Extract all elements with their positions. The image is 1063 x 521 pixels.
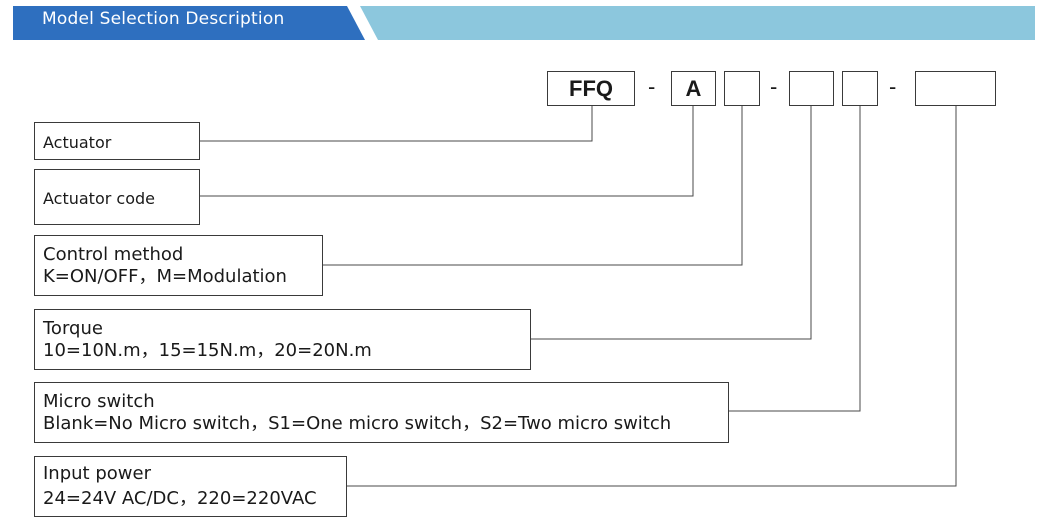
desc-torque-title: Torque — [43, 318, 103, 339]
desc-micro-switch-title: Micro switch — [43, 391, 155, 412]
desc-input-power-detail: 24=24V AC/DC，220=220VAC — [43, 488, 317, 509]
connector-actuator-code — [200, 105, 694, 197]
desc-torque-detail: 10=10N.m，15=15N.m，20=20N.m — [43, 340, 372, 361]
code-box-prefix: FFQ — [547, 71, 635, 106]
desc-box-control-method: Control method K=ON/OFF，M=Modulation — [34, 235, 323, 296]
connector-control-method — [323, 105, 743, 266]
header-banner-light — [360, 6, 1035, 40]
header-banner — [13, 6, 1035, 40]
code-actuator-code-text: A — [685, 75, 702, 101]
code-box-input-power — [915, 71, 996, 106]
desc-control-method-detail: K=ON/OFF，M=Modulation — [43, 266, 287, 287]
connector-actuator — [200, 105, 593, 142]
desc-box-actuator: Actuator — [34, 122, 200, 160]
page-title: Model Selection Description — [42, 9, 285, 29]
desc-actuator-code-title: Actuator code — [43, 189, 155, 208]
code-box-torque — [789, 71, 834, 106]
connector-input-power — [347, 105, 957, 487]
connector-micro-switch — [729, 105, 861, 412]
desc-micro-switch-detail: Blank=No Micro switch，S1=One micro switc… — [43, 413, 672, 434]
code-separator-3: - — [889, 74, 897, 99]
desc-actuator-title: Actuator — [43, 133, 112, 152]
desc-box-actuator-code: Actuator code — [34, 169, 200, 225]
desc-input-power-title: Input power — [43, 463, 151, 484]
desc-box-input-power: Input power 24=24V AC/DC，220=220VAC — [34, 456, 347, 517]
code-box-micro-switch — [842, 71, 878, 106]
connector-torque — [531, 105, 812, 340]
code-separator-1: - — [648, 74, 656, 99]
header-banner-dark — [13, 6, 365, 40]
code-separator-2: - — [770, 74, 778, 99]
desc-box-micro-switch: Micro switch Blank=No Micro switch，S1=On… — [34, 382, 729, 443]
desc-control-method-title: Control method — [43, 244, 184, 265]
code-prefix-text: FFQ — [569, 75, 613, 101]
code-box-control-method — [724, 71, 760, 106]
desc-box-torque: Torque 10=10N.m，15=15N.m，20=20N.m — [34, 309, 531, 370]
code-box-actuator-code: A — [671, 71, 716, 106]
